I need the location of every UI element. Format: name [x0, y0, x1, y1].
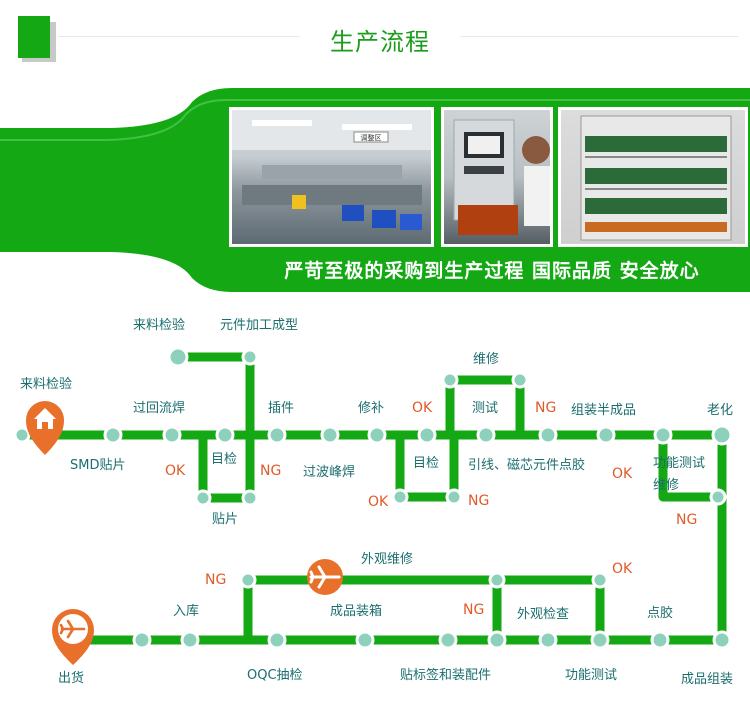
status-ok-2: OK	[412, 400, 433, 416]
node-test-ng	[538, 425, 558, 445]
label-inspect1: 目检	[211, 452, 238, 467]
label-warehouse: 入库	[173, 604, 200, 619]
node-forming-end	[241, 348, 259, 366]
label-funcfinal: 功能测试	[565, 668, 618, 683]
label-inspect2: 目检	[413, 456, 440, 471]
label-visual: 外观检查	[517, 607, 570, 622]
status-ok-3: OK	[368, 494, 389, 510]
header-square	[18, 16, 50, 58]
label-incoming: 来料检验	[133, 318, 186, 333]
status-ng-4: NG	[676, 512, 698, 528]
factory-floor-photo: 调整区	[229, 107, 434, 247]
node-visual	[538, 630, 558, 650]
label-test: 测试	[472, 401, 499, 416]
status-ok-4: OK	[612, 466, 633, 482]
node-start	[13, 426, 31, 444]
node-insert	[267, 425, 287, 445]
node-end-1	[132, 630, 152, 650]
node-glue	[650, 630, 670, 650]
node-forming	[167, 346, 189, 368]
label-glue: 点胶	[647, 606, 674, 621]
label-semi: 组装半成品	[571, 403, 637, 418]
label-oqc: OQC抽检	[247, 668, 303, 683]
node-inspect2-right	[445, 488, 463, 506]
node-inspect1	[215, 425, 235, 445]
node-aging	[711, 424, 733, 446]
factory-floor-illustration: 调整区	[232, 110, 431, 230]
airplane-pin-icon	[52, 609, 94, 665]
label-packing: 成品装箱	[330, 604, 383, 619]
node-mount-left	[194, 489, 212, 507]
label-visualrepair: 外观维修	[361, 552, 414, 567]
photo-label: 调整区	[361, 133, 382, 142]
aging-rack-illustration	[580, 115, 732, 241]
label-smt: SMD贴片	[70, 458, 126, 473]
status-ng-2: NG	[468, 493, 490, 509]
house-pin-icon	[26, 401, 64, 455]
label-functest: 功能测试	[653, 456, 706, 471]
node-oqc	[267, 630, 287, 650]
node-repair2-left	[441, 371, 459, 389]
node-wave	[320, 425, 340, 445]
status-ng-5: NG	[463, 602, 485, 618]
page-title: 生产流程	[300, 22, 460, 57]
label-repair2: 维修	[473, 352, 500, 367]
label-end: 出货	[58, 671, 85, 686]
label-forming: 元件加工成型	[220, 318, 299, 333]
node-packing	[355, 630, 375, 650]
label-reflow: 过回流焊	[133, 401, 186, 416]
label-mount: 贴片	[212, 512, 239, 527]
node-reflow	[103, 425, 123, 445]
node-test	[476, 425, 496, 445]
flow-nodes	[13, 346, 733, 650]
label-labels: 贴标签和装配件	[400, 668, 492, 683]
label-insert: 插件	[268, 401, 295, 416]
node-inspect2-left	[391, 488, 409, 506]
node-funcfinal	[590, 630, 610, 650]
status-ok-5: OK	[612, 561, 633, 577]
node-visual-bottom	[487, 630, 507, 650]
banner-slogan: 严苛至极的采购到生产过程 国际品质 安全放心	[284, 260, 700, 282]
status-ng-3: NG	[535, 400, 557, 416]
status-ng-6: NG	[205, 572, 227, 588]
test-station-photo	[441, 107, 553, 247]
label-wave: 过波峰焊	[303, 465, 356, 480]
node-labels	[438, 630, 458, 650]
label-fixrep: 维修	[653, 478, 680, 493]
test-station-illustration	[453, 119, 550, 235]
node-assembly	[712, 630, 732, 650]
node-ok-branch	[591, 571, 609, 589]
status-ok-1: OK	[165, 463, 186, 479]
node-repair2-right	[511, 371, 529, 389]
label-assembly: 成品组装	[681, 672, 734, 687]
node-mount-right	[241, 489, 259, 507]
node-warehouse	[180, 630, 200, 650]
node-repair1	[367, 425, 387, 445]
label-start: 来料检验	[20, 377, 73, 392]
label-repair1: 修补	[358, 401, 385, 416]
airplane-icon	[307, 559, 343, 595]
label-lead: 引线、磁芯元件点胶	[468, 458, 586, 473]
node-functest	[653, 425, 673, 445]
node-inspect2	[417, 425, 437, 445]
aging-rack-photo	[558, 107, 748, 247]
node-semi	[596, 425, 616, 445]
label-aging: 老化	[707, 403, 734, 418]
node-branch	[162, 425, 182, 445]
status-ng-1: NG	[260, 463, 282, 479]
node-fixrep	[709, 488, 727, 506]
node-ng-top	[239, 571, 257, 589]
node-visual-top	[488, 571, 506, 589]
